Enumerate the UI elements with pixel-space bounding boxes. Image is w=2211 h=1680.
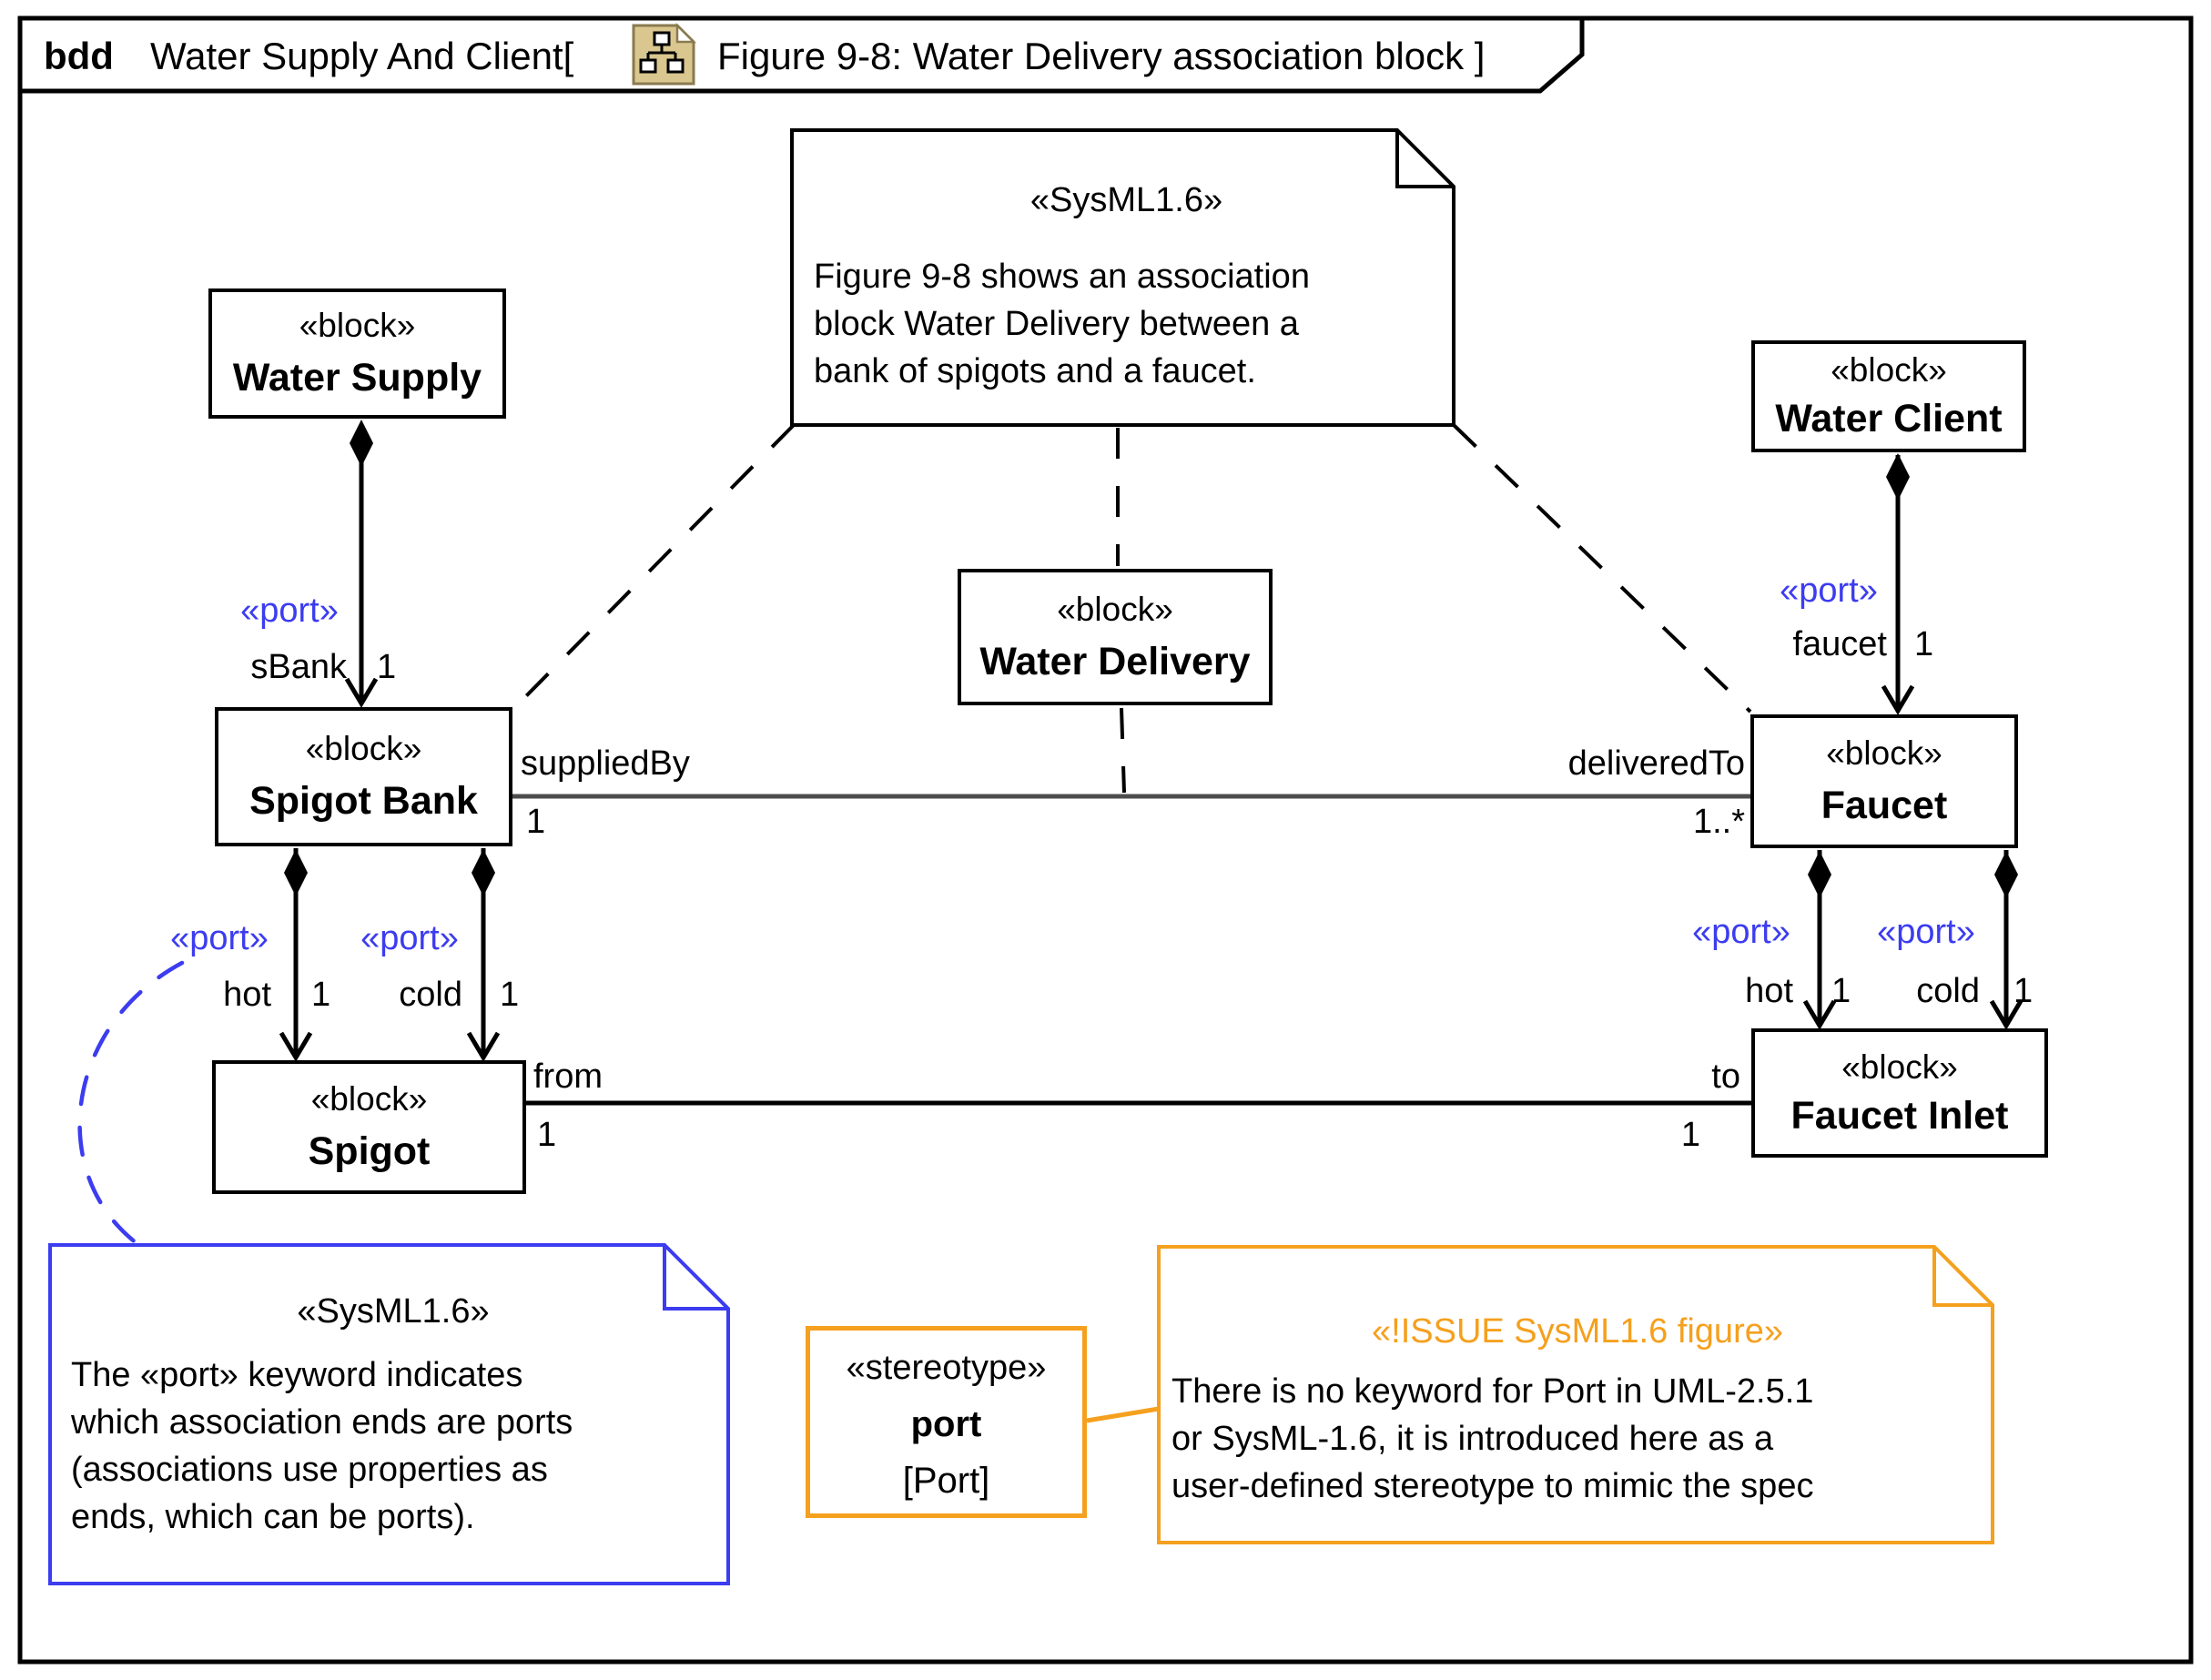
diagram-figure-title: Figure 9-8: Water Delivery association b… <box>717 35 1486 77</box>
issue-note-shape <box>1157 1245 1994 1544</box>
multiplicity-label: 1..* <box>1692 803 1745 841</box>
spec-note-shape <box>790 128 1455 427</box>
issue-note: «!ISSUE SysML1.6 figure» There is no key… <box>1159 1247 1993 1543</box>
spec-note: «SysML1.6» Figure 9-8 shows an associati… <box>792 130 1454 425</box>
multiplicity-label: 1 <box>1914 625 1934 663</box>
multiplicity-label: 1 <box>2013 972 2034 1010</box>
multiplicity-label: 1 <box>537 1116 557 1154</box>
block-water-delivery: «block» Water Delivery <box>958 569 1273 705</box>
block-stereotype: «block» <box>1057 590 1173 628</box>
port-keyword-label: «port» <box>170 919 269 957</box>
block-water-client: «block» Water Client <box>1751 340 2026 452</box>
block-stereotype: «block» <box>299 307 416 344</box>
block-stereotype: «block» <box>1831 351 1947 389</box>
stereotype-name: port <box>910 1404 982 1444</box>
multiplicity-label: 1 <box>311 976 331 1014</box>
note-text-line: There is no keyword for Port in UML-2.5.… <box>1171 1372 1814 1411</box>
note-text-line: Figure 9-8 shows an association <box>814 258 1310 296</box>
block-stereotype: «block» <box>1841 1047 1958 1086</box>
role-label-cold: cold <box>1916 972 1980 1010</box>
composition-spigotbank-spigot-cold <box>466 848 501 1062</box>
block-name: Water Delivery <box>979 639 1251 683</box>
note-text-line: or SysML-1.6, it is introduced here as a <box>1171 1420 1774 1458</box>
block-faucet-inlet: «block» Faucet Inlet <box>1751 1028 2048 1158</box>
role-label-hot: hot <box>223 976 271 1014</box>
block-spigot: «block» Spigot <box>212 1060 526 1194</box>
multiplicity-label: 1 <box>500 976 520 1014</box>
note-text-line: (associations use properties as <box>71 1451 548 1489</box>
block-stereotype: «block» <box>305 730 422 767</box>
composition-faucet-faucetinlet-hot <box>1802 850 1837 1030</box>
stereotype-note-connector <box>1086 1406 1160 1423</box>
port-keyword-label: «port» <box>360 919 459 957</box>
stereotype-port-box: «stereotype» port [Port] <box>806 1326 1087 1518</box>
port-keyword-label: «port» <box>1780 572 1878 610</box>
note-stereotype: «!ISSUE SysML1.6 figure» <box>1372 1312 1783 1351</box>
block-name: Faucet Inlet <box>1790 1093 2009 1138</box>
note-text-line: user-defined stereotype to mimic the spe… <box>1171 1467 1814 1505</box>
multiplicity-label: 1 <box>1680 1116 1700 1154</box>
port-keyword-label: «port» <box>240 592 339 630</box>
port-note-shape <box>48 1243 730 1585</box>
block-water-supply: «block» Water Supply <box>208 288 506 419</box>
block-stereotype: «block» <box>310 1080 428 1118</box>
composition-faucet-faucetinlet-cold <box>1989 850 2023 1030</box>
block-name: Faucet <box>1821 784 1948 827</box>
role-label-faucet: faucet <box>1792 625 1887 663</box>
role-label-to: to <box>1711 1058 1740 1096</box>
note-anchor-dashed-lines <box>515 423 1752 794</box>
port-note-anchor-curve <box>77 960 185 1246</box>
port-keyword-label: «port» <box>1877 913 1975 951</box>
role-label-from: from <box>533 1058 603 1096</box>
note-stereotype: «SysML1.6» <box>297 1292 490 1331</box>
note-text-line: ends, which can be ports). <box>71 1498 475 1536</box>
diagram-kind-label: bdd <box>44 35 114 77</box>
block-name: Water Supply <box>232 356 482 400</box>
stereotype-keyword: «stereotype» <box>846 1349 1047 1387</box>
diagram-document-icon <box>632 22 697 86</box>
role-label-sbank: sBank <box>250 648 347 686</box>
diagram-frame <box>17 15 2194 1665</box>
role-label-hot: hot <box>1745 972 1793 1010</box>
note-stereotype: «SysML1.6» <box>1029 181 1223 219</box>
multiplicity-label: 1 <box>526 803 546 841</box>
role-label-cold: cold <box>399 976 462 1014</box>
role-label-suppliedby: suppliedBy <box>521 744 690 783</box>
note-text-line: which association ends are ports <box>71 1403 573 1442</box>
block-name: Water Client <box>1775 397 2003 440</box>
stereotype-metaclass: [Port] <box>902 1461 990 1501</box>
role-label-deliveredto: deliveredTo <box>1567 744 1745 783</box>
composition-waterclient-faucet <box>1881 453 1915 715</box>
note-text-line: block Water Delivery between a <box>814 305 1299 343</box>
diagram-title: Water Supply And Client[ <box>150 35 574 77</box>
port-keyword-label: «port» <box>1692 913 1790 951</box>
composition-watersupply-spigotbank <box>344 420 379 708</box>
composition-spigotbank-spigot-hot <box>279 848 313 1062</box>
multiplicity-label: 1 <box>1831 972 1851 1010</box>
block-faucet: «block» Faucet <box>1750 714 2018 848</box>
multiplicity-label: 1 <box>377 648 397 686</box>
note-text-line: bank of spigots and a faucet. <box>814 352 1256 390</box>
block-name: Spigot Bank <box>249 779 478 823</box>
block-name: Spigot <box>308 1129 431 1173</box>
port-note: «SysML1.6» The «port» keyword indicates … <box>50 1245 728 1584</box>
note-text-line: The «port» keyword indicates <box>71 1356 523 1394</box>
block-spigot-bank: «block» Spigot Bank <box>215 707 512 846</box>
block-stereotype: «block» <box>1826 734 1942 772</box>
